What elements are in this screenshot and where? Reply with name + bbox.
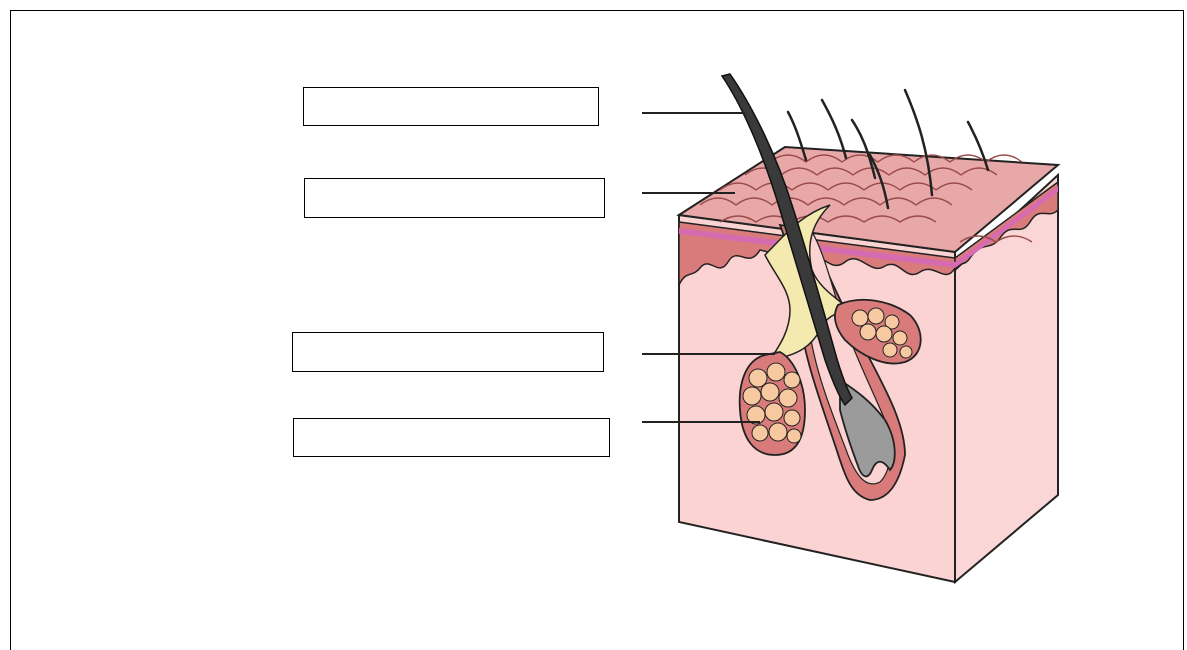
skin-cross-section-diagram: [0, 0, 1187, 639]
